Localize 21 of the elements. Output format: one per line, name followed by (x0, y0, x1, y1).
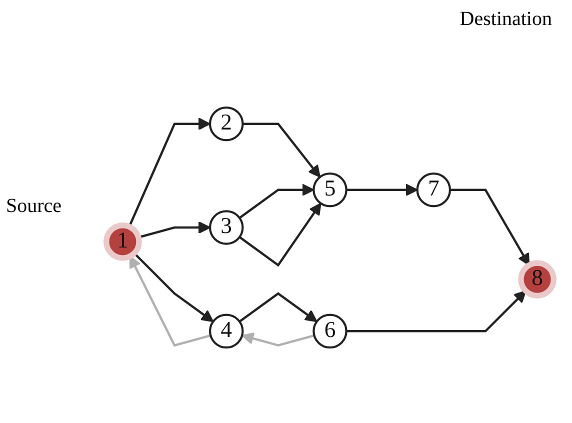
arrow (346, 184, 418, 196)
node-circle: 6 (312, 314, 348, 349)
arrow (242, 122, 320, 178)
node-circle: 5 (312, 172, 348, 208)
arrow (133, 252, 214, 322)
node-circle: 7 (416, 172, 452, 208)
arrow (128, 118, 211, 228)
arrow (450, 188, 530, 266)
arrow (238, 184, 314, 219)
arrow (346, 290, 526, 332)
node-circle: 3 (208, 210, 244, 245)
node-circle: 8 (518, 260, 556, 298)
arrow (129, 256, 211, 347)
arrow (242, 332, 315, 347)
node-circle: 4 (208, 314, 244, 349)
arrow (238, 292, 318, 322)
node-circle: 1 (104, 222, 142, 261)
arrow (238, 202, 322, 267)
node-circle: 2 (208, 106, 244, 142)
source-label: Source (6, 195, 62, 218)
destination-label: Destination (460, 8, 552, 31)
